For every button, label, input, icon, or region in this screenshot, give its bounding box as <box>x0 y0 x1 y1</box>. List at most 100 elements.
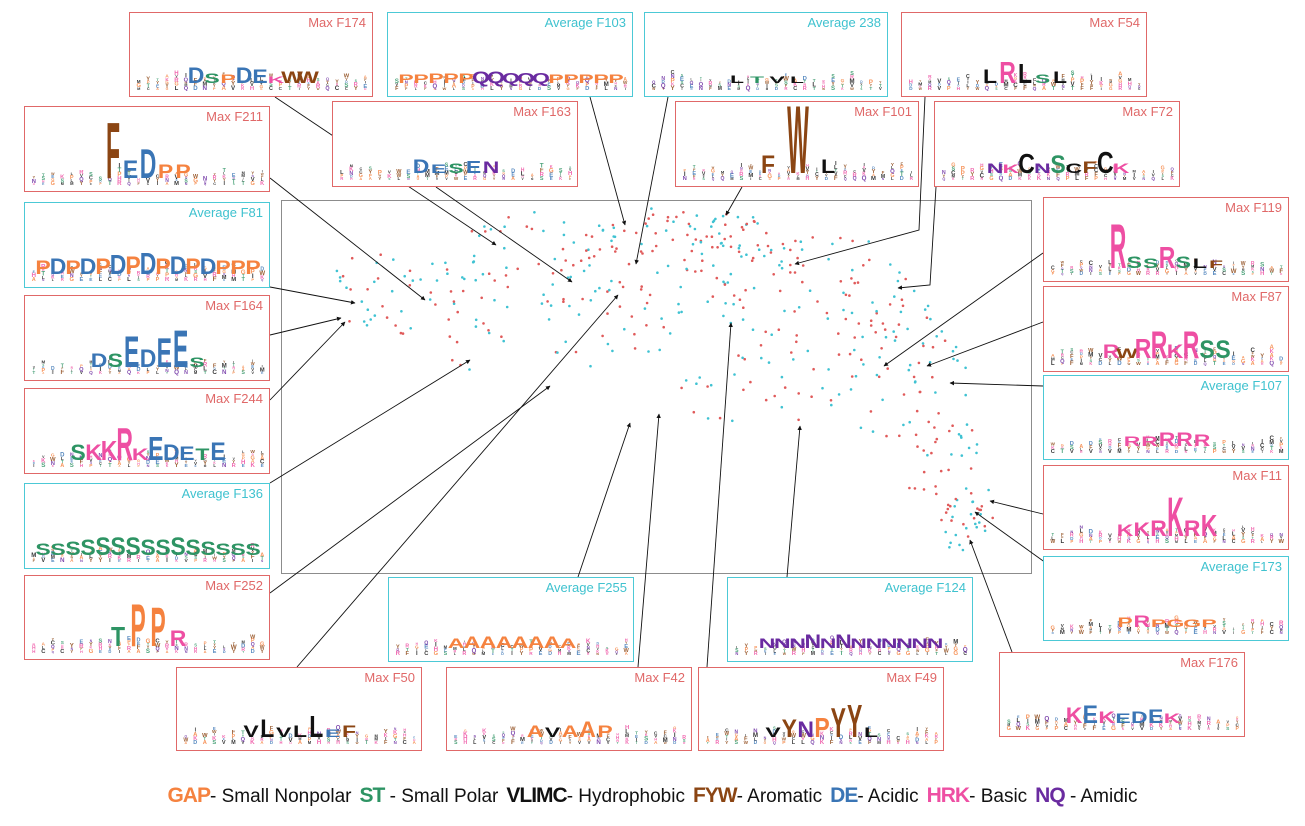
max-feature-dot <box>844 293 848 297</box>
logo-filler-residue: Q <box>232 552 237 558</box>
logo-filler-residue: Q <box>853 176 857 182</box>
logo-filler-residue: E <box>413 736 415 740</box>
logo-filler-residue: F <box>607 734 610 740</box>
max-feature-dot <box>946 503 950 507</box>
logo-filler-residue: E <box>680 76 684 83</box>
sequence-logo: MGMCTPYAEYTGYGKALGRVHQMWQIDFFNMFGPYCIYAQ… <box>136 63 367 92</box>
logo-filler-residue: S <box>906 731 909 736</box>
max-feature-dot <box>394 324 397 327</box>
logo-filler-residue: F <box>1080 86 1084 92</box>
max-feature-dot <box>506 285 510 289</box>
average-feature-dot <box>806 349 810 353</box>
logo-filler-residue: N <box>1223 539 1226 544</box>
logo-filler-residue: F <box>1280 436 1282 440</box>
logo-filler-residue: K <box>550 164 553 169</box>
average-feature-dot <box>721 214 725 218</box>
logo-filler-residue: F <box>1089 630 1092 635</box>
logo-filler-residue: I <box>81 552 82 556</box>
logo-filler-residue: P <box>1195 270 1197 274</box>
logo-filler-residue: K <box>212 736 217 742</box>
logo-filler-residue: S <box>1147 626 1150 630</box>
logo-residue: R <box>1194 432 1211 450</box>
max-feature-dot <box>504 274 508 277</box>
logo-filler-residue: V <box>811 642 815 648</box>
logo-filler-residue: H <box>801 648 805 654</box>
logo-filler-residue: A <box>260 740 263 745</box>
logo-filler-residue: H <box>1156 539 1160 545</box>
logo-filler-residue: D <box>662 79 666 84</box>
logo-filler-residue: N <box>773 642 777 648</box>
logo-filler-residue: V <box>967 77 970 81</box>
logo-filler-residue: L <box>985 80 989 86</box>
logo-filler-residue: N <box>108 639 112 645</box>
logo-filler-residue: I <box>109 170 110 175</box>
logo-filler-residue: C <box>147 182 150 186</box>
logo-filler-residue: C <box>510 644 514 649</box>
max-feature-dot <box>648 293 652 297</box>
max-feature-dot <box>662 325 665 329</box>
logo-filler-residue: N <box>261 559 263 563</box>
sequence-logo: LMAPQCRTFEFCSMIPDRKSYMWDCVLYVDWTFCWPPWSR… <box>1051 323 1283 367</box>
logo-filler-residue: E <box>1194 447 1197 452</box>
logo-residue: Y <box>847 695 862 747</box>
logo-filler-residue: V <box>578 740 581 745</box>
logo-filler-residue: I <box>1062 81 1064 87</box>
logo-filler-residue: K <box>1118 266 1121 271</box>
max-feature-dot <box>680 386 683 390</box>
average-feature-dot <box>695 382 698 385</box>
logo-filler-residue: K <box>41 458 46 465</box>
logo-filler-residue: Y <box>223 360 226 364</box>
logo-filler-residue: G <box>193 177 198 184</box>
logo-filler-residue: A <box>156 558 160 564</box>
logo-filler-residue: P <box>586 74 589 79</box>
logo-filler-residue: R <box>702 169 705 173</box>
max-feature-dot <box>718 416 722 420</box>
logo-filler-residue: A <box>89 550 93 555</box>
logo-filler-residue: L <box>1166 266 1169 270</box>
logo-filler-residue: L <box>223 645 226 649</box>
logo-filler-residue: M <box>1035 718 1040 725</box>
max-feature-dot <box>980 505 984 508</box>
logo-residue: S <box>125 533 140 561</box>
logo-filler-residue: C <box>155 639 160 645</box>
logo-filler-residue: E <box>61 274 65 280</box>
logo-filler-residue: K <box>862 172 866 178</box>
logo-filler-residue: W <box>712 166 715 170</box>
logo-filler-residue: P <box>137 464 139 468</box>
max-feature-dot <box>564 259 567 262</box>
average-feature-dot <box>965 423 969 426</box>
logo-filler-residue: N <box>821 652 824 656</box>
logo-filler-residue: P <box>464 166 468 172</box>
logo-filler-residue: H <box>118 451 121 456</box>
logo-filler-residue: W <box>1051 82 1057 88</box>
logo-filler-residue: W <box>1251 354 1255 358</box>
logo-filler-residue: E <box>774 652 777 656</box>
panel-title: Max F101 <box>854 104 912 119</box>
average-feature-dot <box>472 254 476 258</box>
logo-filler-residue: M <box>435 171 440 177</box>
logo-residue: Y <box>831 701 846 747</box>
logo-filler-residue: L <box>773 649 776 654</box>
max-feature-dot <box>611 223 615 227</box>
logo-filler-residue: Y <box>52 637 55 641</box>
logo-filler-residue: L <box>1232 532 1236 538</box>
max-feature-dot <box>766 244 770 248</box>
logo-filler-residue: Y <box>1071 631 1074 635</box>
average-feature-dot <box>929 317 932 321</box>
logo-filler-residue: I <box>863 162 864 167</box>
logo-filler-residue: F <box>1083 723 1087 730</box>
sequence-logo: NSIYPYRWPIESELCNWTYNQRWNNFHHQMTCVDNDFETP… <box>735 631 968 657</box>
logo-filler-residue: E <box>444 647 447 652</box>
logo-filler-residue: H <box>802 737 805 741</box>
logo-filler-residue: S <box>683 738 686 743</box>
logo-filler-residue: V <box>288 737 293 744</box>
logo-filler-residue: M <box>453 646 457 651</box>
logo-filler-residue: W <box>70 556 73 560</box>
average-feature-dot <box>572 241 576 244</box>
logo-filler-residue: W <box>1136 271 1141 277</box>
logo-filler-residue: D <box>1000 173 1003 177</box>
logo-residue: R <box>1159 241 1176 275</box>
logo-filler-residue: M <box>730 177 733 181</box>
